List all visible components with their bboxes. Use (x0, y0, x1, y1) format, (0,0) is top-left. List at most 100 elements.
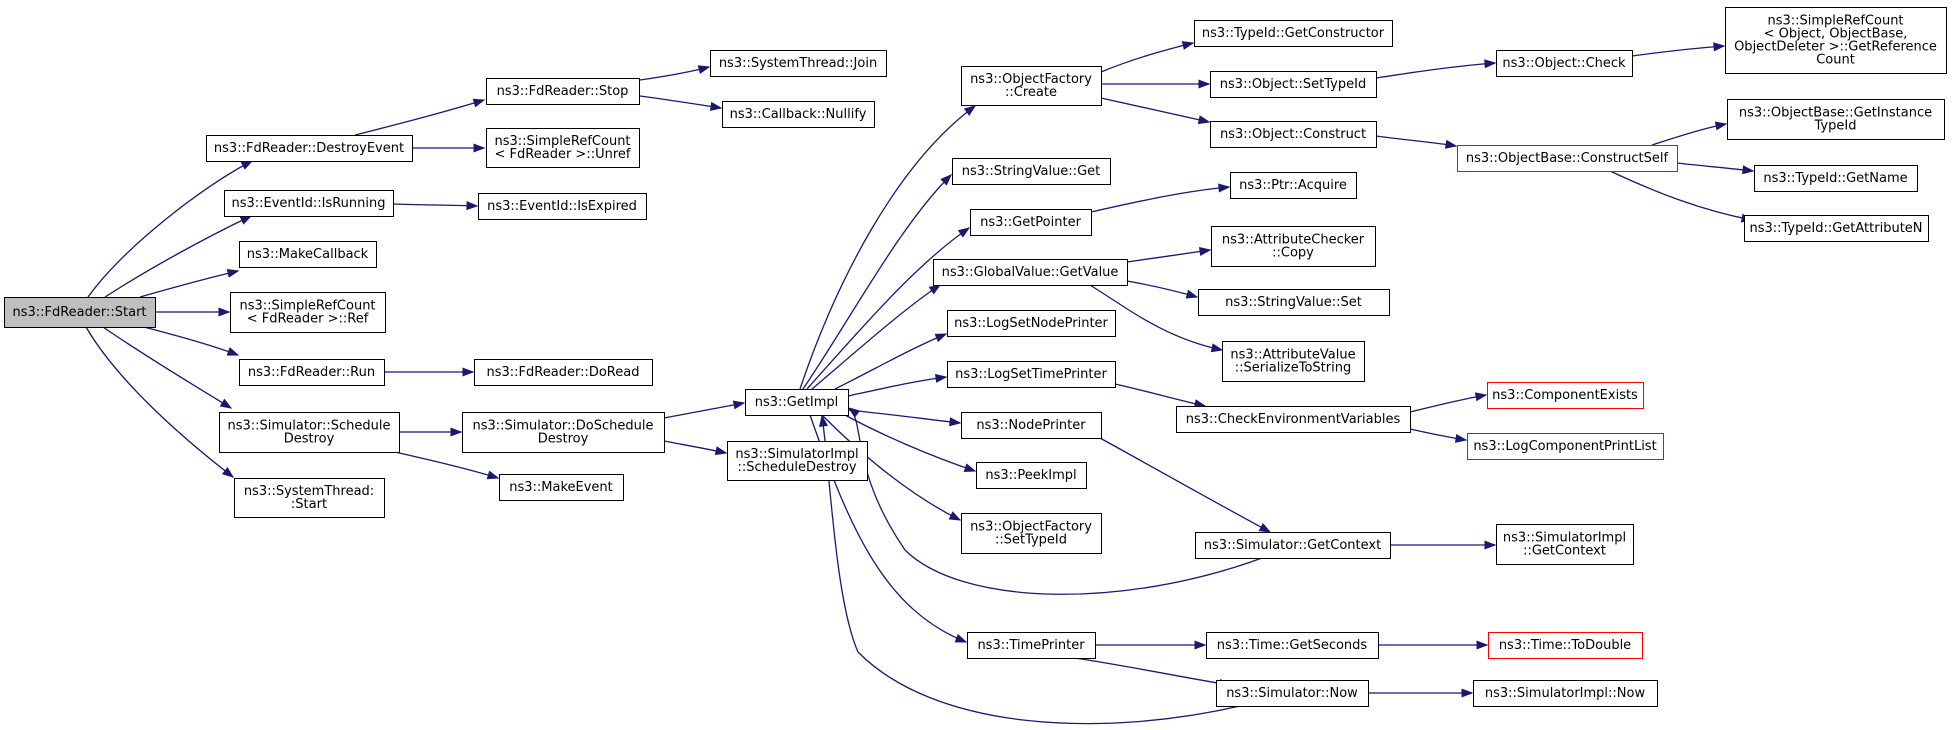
function-node-ref[interactable]: ns3::SimpleRefCount< FdReader >::Ref (230, 292, 386, 333)
function-node-box (224, 190, 394, 217)
function-node-doRead[interactable]: ns3::FdReader::DoRead (474, 359, 653, 386)
function-node-box (947, 310, 1116, 337)
function-node-box (1194, 20, 1393, 47)
function-node-sysStart[interactable]: ns3::SystemThread::Start (234, 478, 385, 518)
function-node-makeEvent[interactable]: ns3::MakeEvent (499, 474, 624, 501)
call-edge-arrowhead (1454, 433, 1468, 443)
function-node-label: ns3::GetImpl (755, 395, 839, 410)
function-node-label: ns3::FdReader::Stop (497, 84, 629, 99)
function-node-objCheck[interactable]: ns3::Object::Check (1496, 50, 1633, 77)
function-node-sysJoin[interactable]: ns3::SystemThread::Join (710, 50, 887, 77)
function-node-box (478, 193, 647, 220)
function-node-start[interactable]: ns3::FdReader::Start (4, 297, 156, 328)
function-node-box (1457, 145, 1678, 172)
call-edge-line (1100, 42, 1194, 73)
function-node-ofSetTypeId[interactable]: ns3::ObjectFactory::SetTypeId (961, 513, 1102, 554)
function-node-implSchedDestroy[interactable]: ns3::SimulatorImpl::ScheduleDestroy (727, 441, 868, 481)
function-node-componentExists[interactable]: ns3::ComponentExists (1487, 382, 1644, 409)
function-node-objSetTypeId[interactable]: ns3::Object::SetTypeId (1210, 71, 1377, 98)
function-node-ptrAcquire[interactable]: ns3::Ptr::Acquire (1230, 172, 1357, 199)
function-node-implGetContext[interactable]: ns3::SimulatorImpl::GetContext (1496, 524, 1634, 565)
function-node-label: ns3::Simulator::Now (1226, 686, 1358, 701)
call-edge-line (663, 402, 745, 419)
function-node-timeGetSeconds[interactable]: ns3::Time::GetSeconds (1206, 632, 1379, 659)
function-node-box (1211, 226, 1376, 267)
function-node-box (1216, 680, 1369, 707)
call-edge-getPointer-to-ptrAcquire (1090, 183, 1231, 213)
function-node-attrSerialize[interactable]: ns3::AttributeValue::SerializeToString (1222, 341, 1365, 382)
function-node-simNow[interactable]: ns3::Simulator::Now (1216, 680, 1369, 707)
call-edge-line (87, 160, 253, 298)
function-node-label: ::Create (1005, 85, 1057, 100)
function-node-box (727, 441, 868, 481)
function-node-timeToDouble[interactable]: ns3::Time::ToDouble (1488, 632, 1643, 659)
call-edge-getImpl-to-ofCreate (799, 105, 977, 390)
function-node-box (499, 474, 624, 501)
call-edge-run-to-doRead (384, 367, 475, 377)
function-node-label: ns3::AttributeValue (1230, 348, 1355, 363)
function-node-schedDestroy[interactable]: ns3::Simulator::ScheduleDestroy (219, 412, 400, 453)
function-node-label: ns3::Simulator::DoSchedule (472, 419, 653, 434)
function-node-attrCheckerCopy[interactable]: ns3::AttributeChecker::Copy (1211, 226, 1376, 267)
function-node-stringSet[interactable]: ns3::StringValue::Set (1198, 289, 1390, 316)
function-node-getPointer[interactable]: ns3::GetPointer (970, 209, 1092, 236)
function-node-box (745, 389, 849, 416)
call-edge-schedDestroy-to-doSchedDestroy (398, 427, 463, 437)
function-node-makeCallback[interactable]: ns3::MakeCallback (239, 241, 377, 268)
function-node-label: ns3::SimpleRefCount (494, 134, 630, 149)
function-node-label: ns3::SimpleRefCount (239, 299, 375, 314)
function-node-logTimePrinter[interactable]: ns3::LogSetTimePrinter (947, 361, 1116, 388)
function-node-stop[interactable]: ns3::FdReader::Stop (486, 78, 640, 105)
function-node-unref[interactable]: ns3::SimpleRefCount< FdReader >::Unref (486, 128, 640, 168)
function-node-getConstructor[interactable]: ns3::TypeId::GetConstructor (1194, 20, 1393, 47)
call-edge-simNow-to-getImpl (819, 414, 1241, 725)
call-edge-arrowhead (954, 633, 968, 643)
function-node-box (947, 361, 1116, 388)
function-node-simGetContext[interactable]: ns3::Simulator::GetContext (1195, 532, 1391, 559)
function-node-ofCreate[interactable]: ns3::ObjectFactory::Create (961, 66, 1102, 106)
function-node-constructSelf[interactable]: ns3::ObjectBase::ConstructSelf (1457, 145, 1678, 172)
call-edge-line (848, 407, 1263, 595)
function-node-label: ns3::Simulator::Schedule (227, 419, 390, 434)
call-edge-line (1409, 394, 1487, 413)
function-node-timePrinter[interactable]: ns3::TimePrinter (967, 632, 1096, 659)
function-node-run[interactable]: ns3::FdReader::Run (239, 359, 385, 386)
call-edge-line (1099, 437, 1271, 533)
call-edge-arrowhead (1484, 540, 1497, 550)
call-edge-stop-to-nullify (639, 95, 723, 111)
call-edge-line (104, 215, 252, 298)
function-node-checkEnv[interactable]: ns3::CheckEnvironmentVariables (1176, 406, 1411, 433)
function-node-box (1198, 289, 1390, 316)
function-node-destroyEvent[interactable]: ns3::FdReader::DestroyEvent (206, 135, 413, 162)
call-edge-arrowhead (1484, 59, 1497, 69)
call-edge-line (821, 415, 1241, 725)
call-edge-constructSelf-to-getInstanceTypeId (1651, 121, 1728, 146)
function-node-getImpl[interactable]: ns3::GetImpl (745, 389, 849, 416)
function-node-nullify[interactable]: ns3::Callback::Nullify (722, 101, 875, 128)
function-node-typeGetAttributeN[interactable]: ns3::TypeId::GetAttributeN (1744, 215, 1929, 242)
function-node-label: :Start (291, 497, 327, 512)
function-node-label: ::SetTypeId (995, 533, 1067, 548)
function-node-nodePrinter[interactable]: ns3::NodePrinter (961, 412, 1102, 439)
call-edge-line (102, 326, 232, 409)
function-node-label: ns3::FdReader::DestroyEvent (214, 141, 404, 156)
function-node-gvGetValue[interactable]: ns3::GlobalValue::GetValue (933, 259, 1128, 286)
function-node-getRefCount[interactable]: ns3::SimpleRefCount< Object, ObjectBase,… (1725, 7, 1947, 74)
call-edge-arrowhead (1198, 247, 1212, 256)
function-node-label: ns3::TimePrinter (977, 638, 1085, 653)
call-edge-arrowhead (219, 398, 233, 409)
function-node-typeGetName[interactable]: ns3::TypeId::GetName (1754, 165, 1918, 192)
function-node-implNow[interactable]: ns3::SimulatorImpl::Now (1473, 680, 1658, 707)
function-node-objConstruct[interactable]: ns3::Object::Construct (1210, 121, 1377, 148)
call-edge-arrowhead (221, 467, 235, 478)
function-node-logComponentPrintList[interactable]: ns3::LogComponentPrintList (1467, 433, 1664, 460)
function-node-label: ::SerializeToString (1235, 361, 1351, 376)
function-node-logNodePrinter[interactable]: ns3::LogSetNodePrinter (947, 310, 1116, 337)
function-node-isExpired[interactable]: ns3::EventId::IsExpired (478, 193, 647, 220)
function-node-peekImpl[interactable]: ns3::PeekImpl (976, 462, 1087, 489)
function-node-isRunning[interactable]: ns3::EventId::IsRunning (224, 190, 394, 217)
call-edge-objConstruct-to-constructSelf (1375, 135, 1458, 149)
function-node-stringGet[interactable]: ns3::StringValue::Get (952, 158, 1111, 185)
